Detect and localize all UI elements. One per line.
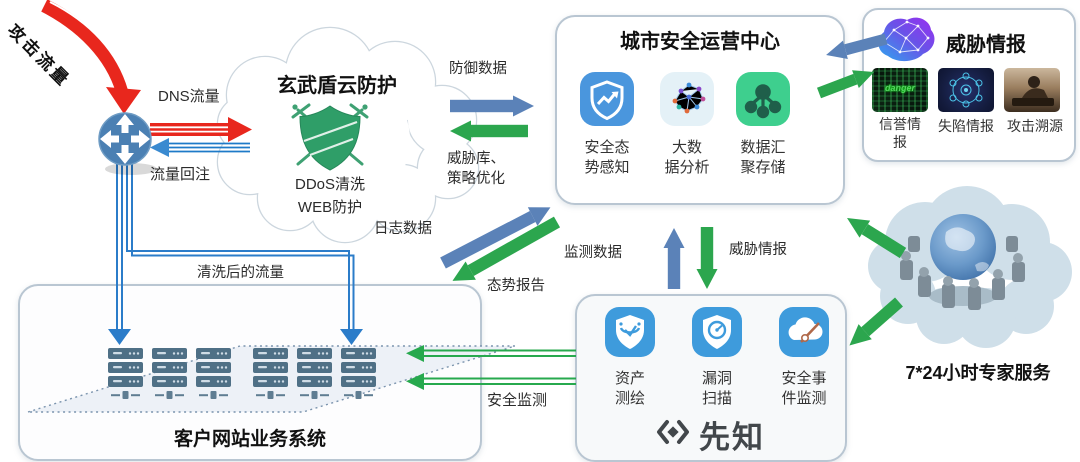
module-event-monitor: 安全事 件监测 (763, 306, 845, 408)
customer-system-box: 客户网站业务系统 (18, 284, 482, 461)
module-bigdata: 大数 据分析 (647, 71, 727, 177)
xianzhi-logo: 先知 (655, 412, 765, 457)
thumbnail-label: 信誉情 报 (879, 116, 921, 150)
module-label: 安全事 件监测 (781, 370, 827, 407)
module-data-storage: 数据汇 聚存储 (721, 71, 805, 177)
log-data-label: 日志数据 (374, 221, 432, 237)
expert-to-ops-arrow (847, 218, 907, 259)
thumbnail-label: 攻击溯源 (1007, 118, 1063, 134)
module-label: 资产 测绘 (614, 370, 645, 407)
cloud-protection-capabilities: DDoS清洗 WEB防护 (294, 176, 365, 216)
neural-network-icon (659, 71, 715, 132)
shield-swords-icon (291, 103, 369, 171)
situation-report-label: 态势报告 (487, 278, 545, 294)
module-label: 漏洞 扫描 (701, 370, 732, 407)
reputation-intel-thumbnail: danger (872, 68, 928, 112)
shield-scan-icon (691, 306, 743, 363)
xianzhi-box: 资产 测绘 漏洞 扫描 安全事 件监测 (575, 294, 847, 462)
module-security-posture: 安全态 势感知 (567, 71, 647, 177)
thumbnail-label: 失陷情报 (938, 118, 994, 134)
threat-lib-arrow (450, 120, 528, 142)
threat-lib-label: 威胁库、 策略优化 (447, 151, 505, 187)
router-icon (98, 112, 157, 175)
security-monitoring-label: 安全监测 (487, 392, 548, 409)
defense-data-arrow (450, 95, 534, 117)
threat-intel-down-arrow (696, 227, 718, 289)
reinjection-label: 流量回注 (150, 166, 211, 183)
data-node-icon (735, 71, 791, 132)
customer-system-title: 客户网站业务系统 (173, 429, 326, 450)
threat-intel-title: 威胁情报 (946, 34, 1026, 56)
module-vuln-scan: 漏洞 扫描 (677, 306, 757, 408)
attack-traffic-label: 攻击流量 (3, 20, 74, 91)
defense-data-label: 防御数据 (449, 61, 507, 77)
xianzhi-brand-text: 先知 (699, 420, 765, 455)
threat-intel-flow-label: 威胁情报 (729, 242, 787, 258)
code-diamond-icon (655, 418, 691, 451)
dns-arrow (150, 117, 252, 142)
expert-service-title: 7*24小时专家服务 (905, 363, 1051, 383)
log-data-arrow (440, 207, 551, 269)
monitoring-data-arrow (663, 228, 685, 289)
cloud-protection-title: 玄武盾云防护 (277, 75, 397, 97)
shield-radar-icon (604, 306, 656, 363)
compromise-intel-thumbnail (938, 68, 994, 112)
expert-to-xianzhi-arrow (849, 297, 903, 346)
ai-brain-icon (870, 12, 942, 75)
module-asset-mapping: 资产 测绘 (590, 306, 670, 408)
shield-trend-icon (579, 71, 635, 132)
monitoring-data-label: 监测数据 (564, 245, 622, 261)
ops-center-title: 城市安全运营中心 (620, 31, 780, 53)
module-label: 安全态 势感知 (584, 139, 630, 176)
cloud-monitor-icon (778, 306, 830, 363)
threat-intel-box: 威胁情报 danger 信誉情 报 失陷情报 攻击溯源 (862, 8, 1076, 162)
attack-trace-thumbnail (1004, 68, 1060, 112)
ops-center-box: 城市安全运营中心 安全态 势感知 (555, 15, 845, 205)
team-chairs (900, 236, 1025, 310)
cleaned-traffic-label: 清洗后的流量 (197, 265, 284, 281)
danger-text: danger (884, 83, 915, 93)
reinjection-arrow (150, 138, 250, 157)
module-label: 数据汇 聚存储 (740, 139, 786, 176)
module-label: 大数 据分析 (664, 139, 710, 176)
globe-team-icon (868, 186, 1072, 348)
dns-traffic-label: DNS流量 (158, 88, 220, 105)
